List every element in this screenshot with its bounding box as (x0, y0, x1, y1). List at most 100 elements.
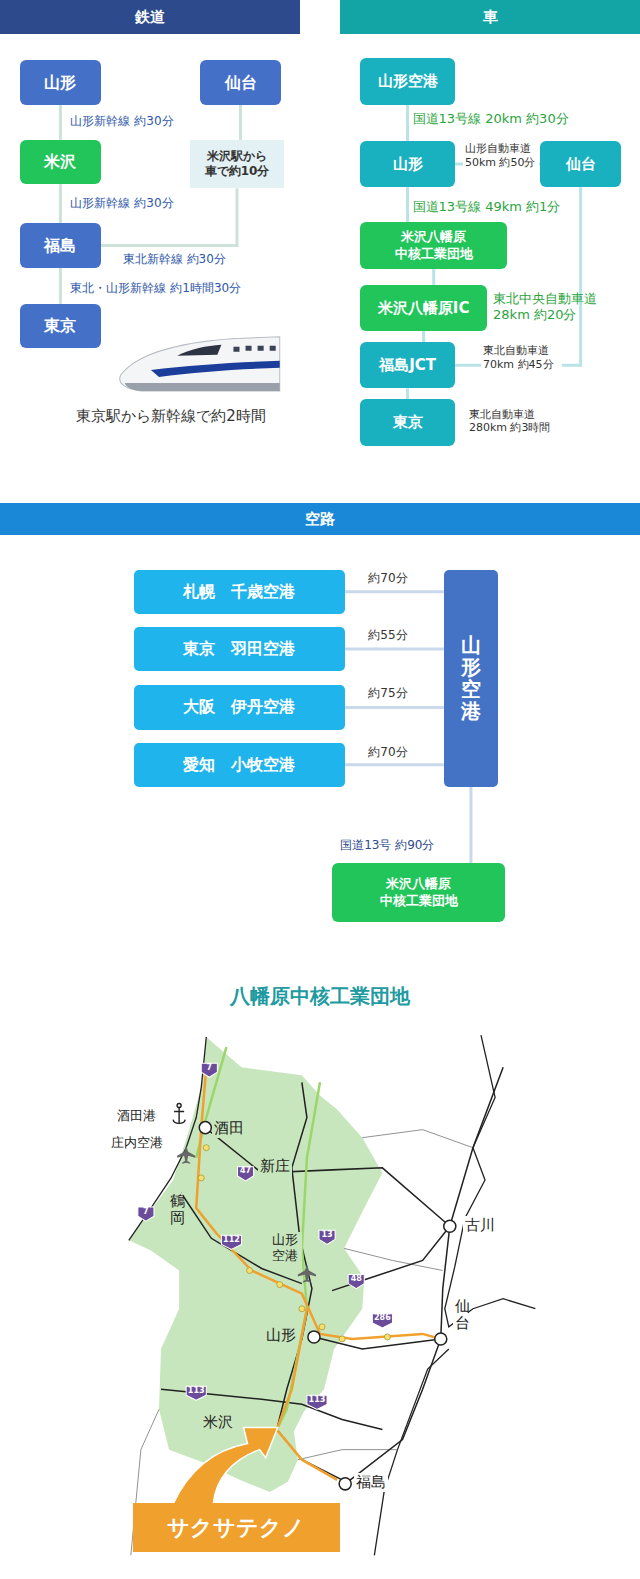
place-name: 庄内空港 (109, 1135, 165, 1151)
route-label: 東北新幹線 約30分 (123, 252, 226, 267)
node-text: 東京 (393, 413, 423, 432)
node-text: 愛知 小牧空港 (183, 755, 295, 775)
interchange-dot (198, 1175, 204, 1181)
route-label: 国道13号線 49km 約1分 (413, 199, 561, 215)
route-number: 113 (184, 1385, 208, 1396)
route-label: 国道13号線 20km 約30分 (413, 111, 569, 127)
route-line (432, 269, 435, 285)
interchange-dot (319, 1324, 325, 1330)
node-text: 車 (483, 8, 498, 27)
route-line (406, 187, 409, 222)
city-marker (435, 1333, 447, 1345)
road (205, 1128, 450, 1227)
route-label: 山形新幹線 約30分 (70, 196, 173, 211)
route-line (59, 268, 62, 304)
node-text: 山形空港 (378, 72, 438, 91)
route-label: 東北自動車道 280km 約3時間 (469, 408, 558, 436)
node-text: 東京 (44, 316, 76, 336)
prefecture-border (344, 1248, 443, 1270)
airport-box: 東京 羽田空港 (134, 627, 345, 671)
route-number: 13 (315, 1229, 339, 1240)
place-name: 新庄 (258, 1157, 292, 1176)
expressway (196, 1067, 441, 1480)
section-band: 鉄道 (0, 0, 300, 34)
airport-icon (177, 1146, 195, 1164)
section-band: 車 (340, 0, 640, 34)
route-line (422, 331, 425, 342)
expressway (196, 1067, 441, 1339)
place-name: 福島 (354, 1473, 388, 1492)
node-text: 福島 (44, 236, 76, 256)
route-number: 7 (134, 1206, 158, 1217)
pointer-arrow (173, 1427, 278, 1503)
city-marker (199, 1122, 211, 1134)
route-number: 47 (234, 1165, 258, 1176)
city-marker (199, 1122, 456, 1490)
node-text: 米沢駅から 車で約10分 (196, 149, 278, 179)
place-name: 山形 (264, 1326, 298, 1345)
road (314, 1337, 441, 1349)
route-line (406, 388, 409, 399)
port-anchor (173, 1107, 185, 1123)
airport-box: 札幌 千歳空港 (134, 570, 345, 614)
train-illustration (120, 337, 280, 391)
road (345, 1226, 450, 1484)
route-line (345, 590, 444, 593)
city-marker (339, 1478, 351, 1490)
route-label: 約55分 (368, 628, 407, 643)
node-text: 大阪 伊丹空港 (183, 697, 295, 717)
route-number: 112 (219, 1234, 243, 1245)
node-text: 山形空港 (461, 634, 481, 722)
node-text: 山形 (44, 73, 76, 93)
route-line (345, 706, 444, 709)
airport-box: 山形空港 (444, 570, 498, 787)
place-name: 鶴岡 (168, 1193, 183, 1226)
route-line (59, 184, 62, 223)
route-number: 48 (344, 1273, 368, 1284)
place-box: 山形空港 (360, 58, 455, 104)
road (161, 1067, 503, 1484)
route-line (59, 105, 62, 140)
interchange-dot (384, 1334, 390, 1340)
train-illustration (120, 337, 280, 391)
airport-box: 大阪 伊丹空港 (134, 685, 345, 729)
route-line (469, 787, 472, 864)
route-line (239, 105, 242, 140)
route-number: 286 (370, 1312, 394, 1323)
site-box: 米沢八幡原 中核工業団地 (332, 863, 505, 921)
place-box: 東京 (360, 399, 455, 445)
company-box: サクサテクノ (133, 1503, 340, 1551)
caption-note: 東京駅から新幹線で約2時間 (40, 407, 302, 426)
pointer-arrow (173, 1427, 278, 1503)
route-label: 山形自動車道 50km 約50分 (463, 141, 539, 171)
train-illustration (151, 361, 280, 377)
node-text: 鉄道 (135, 8, 165, 27)
shinkansen-line (196, 1047, 320, 1439)
route-shield (138, 1063, 393, 1409)
route-label: 東北・山形新幹線 約1時間30分 (70, 281, 241, 296)
route-label: 国道13号 約90分 (340, 838, 434, 853)
station-box: 山形 (20, 60, 101, 104)
map-title: 八幡原中核工業団地 (151, 984, 489, 1009)
road (450, 1067, 503, 1226)
city-marker (308, 1331, 320, 1343)
node-text: 東京 羽田空港 (183, 639, 295, 659)
interchange-dot (247, 1267, 253, 1273)
station-box: 仙台 (200, 60, 281, 104)
coastline (129, 1035, 536, 1555)
route-line (345, 763, 444, 766)
place-name: 仙台 (453, 1298, 468, 1331)
place-box: 山形 (360, 141, 455, 187)
interchange-dot (198, 1145, 390, 1342)
section-band: 空路 (0, 503, 640, 535)
train-illustration (177, 345, 221, 356)
place-name: 米沢 (201, 1413, 235, 1432)
airport-icon (177, 1146, 316, 1283)
route-line (345, 648, 444, 651)
route-label: 約70分 (368, 571, 407, 586)
route-label: 東北中央自動車道 28km 約20分 (493, 291, 610, 324)
note-box: 米沢駅から 車で約10分 (190, 140, 284, 188)
node-text: 米沢八幡原 中核工業団地 (377, 229, 490, 262)
city-marker (444, 1220, 456, 1232)
